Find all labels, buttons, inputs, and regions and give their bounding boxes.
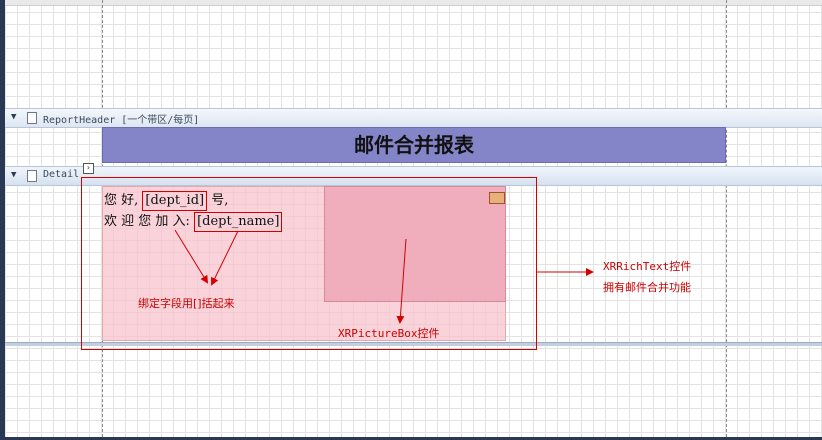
welcome-prefix: 欢 迎 您 加 入: — [104, 214, 190, 229]
richtext-highlight-frame — [81, 177, 537, 350]
report-title-label[interactable]: 邮件合并报表 — [102, 127, 726, 163]
report-header-band-label: ReportHeader [一个带区/每页] — [43, 115, 200, 126]
band-icon — [27, 112, 37, 124]
greeting-suffix: 号, — [211, 193, 229, 208]
annotation-bind-fields: 绑定字段用[]括起来 — [138, 297, 235, 310]
picture-icon — [489, 192, 505, 204]
xrpicturebox-control[interactable] — [324, 186, 506, 302]
detail-band-label: Detail — [43, 169, 80, 180]
triangle-down-icon[interactable]: ▼ — [11, 170, 17, 180]
greeting-prefix: 您 好, — [104, 193, 139, 208]
greeting-line: 您 好, [dept_id] 号, — [104, 189, 228, 211]
report-design-surface[interactable] — [5, 0, 822, 437]
smart-tag-icon[interactable]: › — [83, 163, 94, 174]
annotation-picturebox: XRPictureBox控件 — [338, 327, 440, 340]
arrow-dept-id — [174, 229, 209, 284]
window-frame-left — [0, 0, 5, 440]
arrow-dept-name — [211, 230, 239, 286]
arrow-picturebox — [396, 238, 407, 324]
detail-band-bottom — [5, 342, 822, 346]
window-frame-bottom — [0, 437, 822, 440]
annotation-richtext-name: XRRichText控件 — [603, 260, 692, 273]
right-margin-guide — [726, 0, 727, 437]
annotation-richtext-feature: 拥有邮件合并功能 — [603, 281, 691, 294]
band-icon — [27, 170, 37, 182]
triangle-down-icon[interactable]: ▼ — [11, 112, 17, 122]
detail-band-bar[interactable]: ▼ Detail — [5, 166, 822, 186]
field-dept-id[interactable]: [dept_id] — [142, 191, 208, 211]
top-band-strip — [5, 0, 822, 6]
